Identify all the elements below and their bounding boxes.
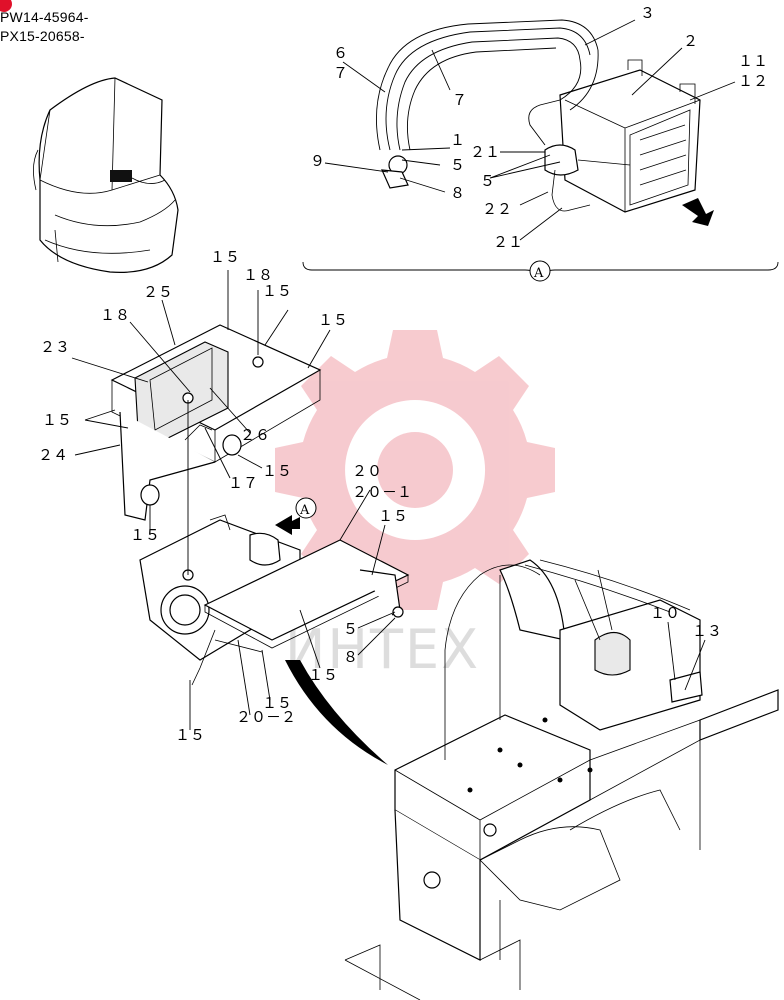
label-15g: １５ [130, 526, 160, 544]
label-11: １１ [738, 52, 768, 70]
label-17: １７ [228, 474, 258, 492]
label-10: １０ [650, 604, 680, 622]
label-26: ２６ [240, 426, 270, 444]
machine-overview-sketch [33, 77, 179, 273]
view-a-arrow-icon [275, 515, 300, 535]
label-20-2: ２０－２ [236, 708, 296, 726]
label-15b: １５ [262, 282, 292, 300]
label-7b: ７ [452, 91, 467, 109]
label-5b: ５ [480, 172, 495, 190]
label-12: １２ [738, 72, 768, 90]
corner-marker [0, 0, 12, 12]
leader-lines [71, 19, 736, 730]
label-6: ６ [333, 44, 348, 62]
label-2: ２ [683, 32, 698, 50]
label-15h: １５ [308, 666, 338, 684]
label-8a: ８ [450, 184, 465, 202]
label-3: ３ [640, 4, 655, 22]
view-a-letter: A [299, 503, 310, 518]
label-1: １ [450, 131, 465, 149]
label-20: ２０ [352, 462, 382, 480]
part-range-line-2: PX15-20658- [0, 28, 85, 44]
part-range-line-1: PW14-45964- [0, 9, 89, 25]
label-24: ２４ [38, 446, 68, 464]
label-5a: ５ [450, 156, 465, 174]
direction-arrow-icon [682, 198, 714, 226]
label-18a: １８ [243, 266, 273, 284]
label-15j: １５ [175, 726, 205, 744]
label-25: ２５ [143, 283, 173, 301]
detail-a-letter: A [533, 266, 544, 281]
label-21a: ２１ [470, 143, 500, 161]
view-a-callout [295, 497, 317, 519]
label-20-1: ２０－１ [352, 483, 412, 501]
detail-a-heater-assembly: A [302, 19, 779, 282]
label-8b: ８ [343, 648, 358, 666]
label-9: ９ [310, 152, 325, 170]
reference-labels: ３ ２ １１ １２ ６ ７ ７ １ ９ ５ ８ ２１ ５ ２２ ２１ １５ １８… [38, 4, 768, 744]
machine-frame-view [344, 559, 779, 1000]
label-21b: ２１ [493, 233, 523, 251]
label-15c: １５ [318, 311, 348, 329]
label-18b: １８ [100, 306, 130, 324]
label-15a: １５ [210, 248, 240, 266]
label-15d: １５ [42, 411, 72, 429]
label-23: ２３ [40, 338, 70, 356]
label-5c: ５ [343, 620, 358, 638]
location-pointer [285, 660, 388, 765]
label-15f: １５ [378, 507, 408, 525]
label-13: １３ [692, 622, 722, 640]
detail-a-callout [529, 260, 551, 282]
label-15e: １５ [262, 462, 292, 480]
watermark-text: ИНТЕХ [285, 618, 480, 681]
label-22: ２２ [482, 200, 512, 218]
label-15i: １５ [262, 694, 292, 712]
cover-plate-assembly [110, 324, 322, 521]
heater-mount-plate: A [139, 497, 410, 686]
label-7a: ７ [333, 64, 348, 82]
watermark-gear-logo: ИНТЕХ [275, 330, 555, 681]
